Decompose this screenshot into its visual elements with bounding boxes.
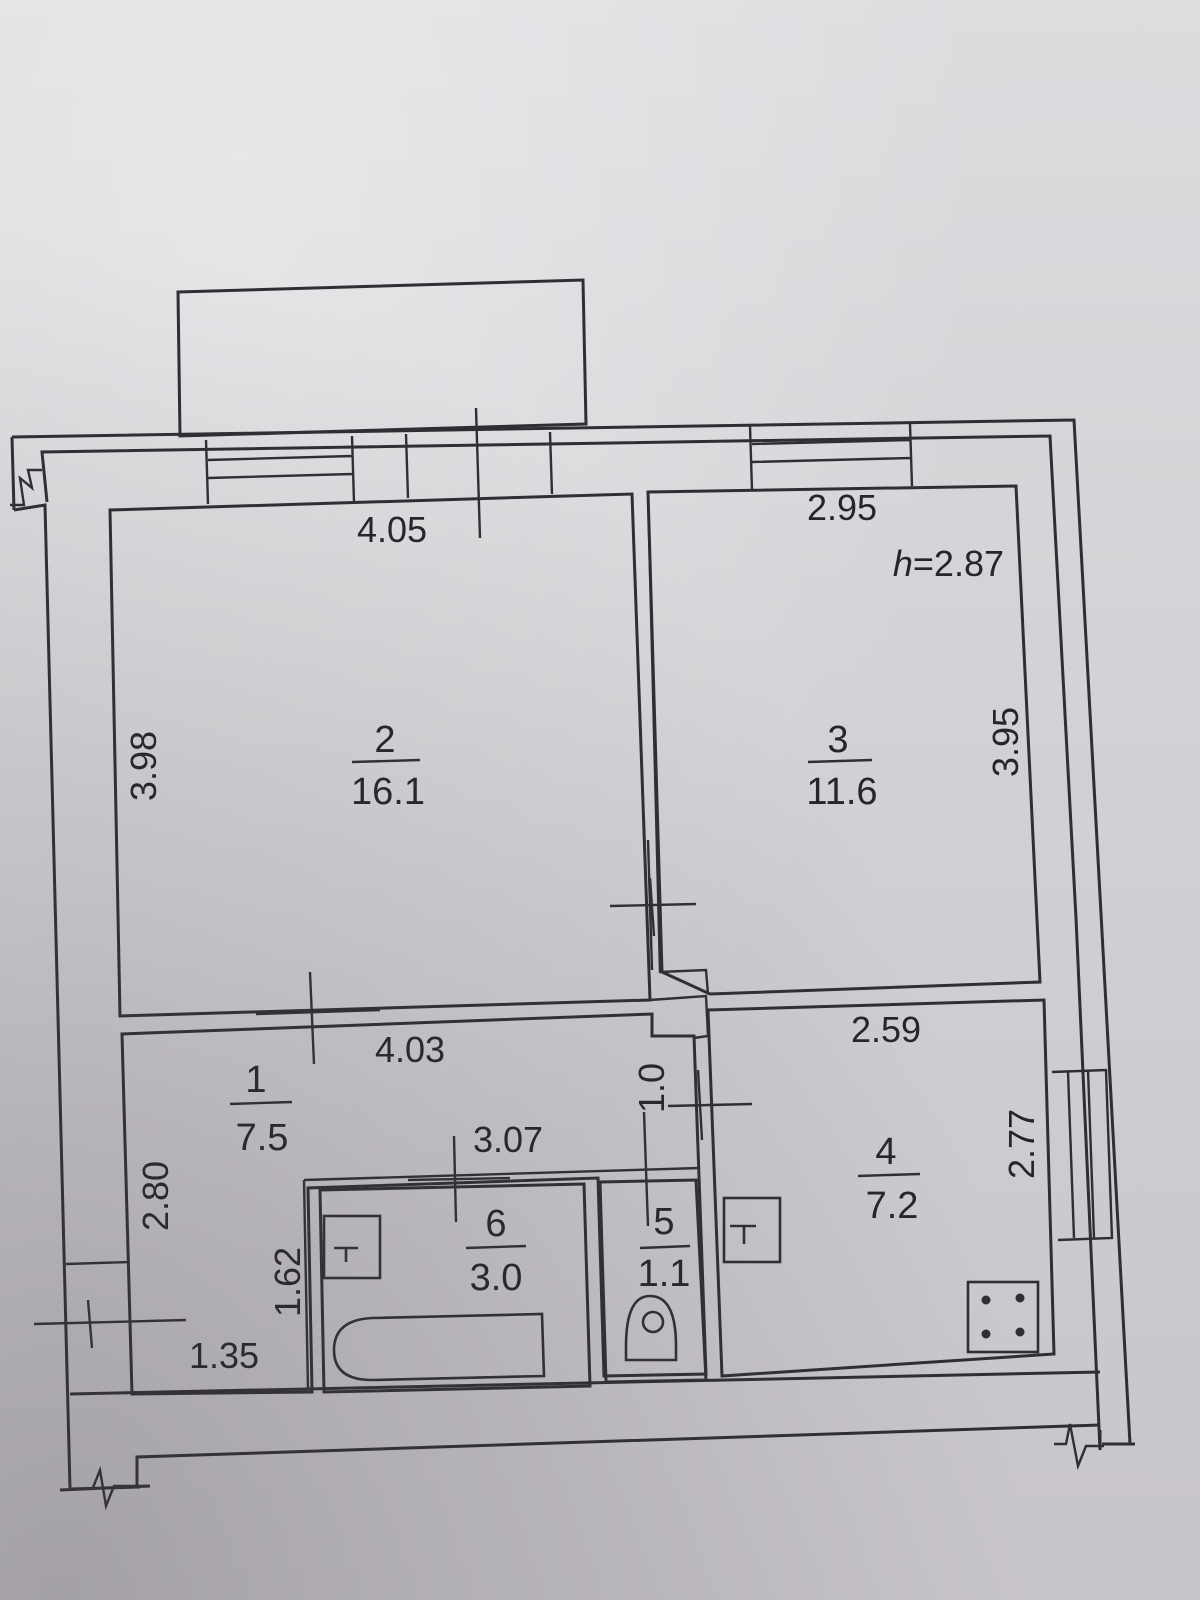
door-mark-room-2 — [255, 971, 381, 1065]
room-3-area: 11.6 — [806, 771, 877, 813]
room-6-number: 6 — [485, 1203, 506, 1245]
outer-wall-inner — [40, 434, 1102, 1487]
wall-break-top-left — [10, 468, 42, 507]
room-label-4: 4 7.2 — [857, 1131, 921, 1227]
door-mark-balcony — [474, 407, 482, 539]
partition-2-3 — [646, 491, 710, 995]
dim-kitchen-height: 2.77 — [1001, 1109, 1042, 1179]
room-2-area: 16.1 — [351, 771, 425, 813]
door-mark-bathroom — [407, 1135, 511, 1223]
outer-wall-outer — [10, 418, 1135, 1492]
washbasin-bathroom — [322, 1214, 382, 1280]
door-mark-room-3 — [609, 877, 697, 937]
toilet-room-outline — [598, 1178, 708, 1384]
room-label-1: 1 7.5 — [229, 1059, 293, 1159]
room-label-5: 5 1.1 — [638, 1201, 691, 1295]
balcony — [176, 278, 588, 438]
door-mark-entry — [33, 1260, 187, 1349]
ceiling-height-value: =2.87 — [913, 543, 1004, 584]
stove — [966, 1280, 1040, 1354]
kitchen-sink — [722, 1196, 782, 1264]
room-1-outline — [120, 1012, 708, 1396]
room-2-number: 2 — [374, 719, 395, 761]
dim-room-3-height: 3.95 — [985, 707, 1026, 777]
room-4-area: 7.2 — [866, 1185, 919, 1227]
ceiling-height: h=2.87 — [893, 543, 1004, 584]
room-label-3: 3 11.6 — [806, 719, 877, 813]
wet-block-wall — [302, 1166, 701, 1391]
room-4-number: 4 — [875, 1131, 896, 1173]
toilet-bowl — [624, 1294, 678, 1362]
room-5-area: 1.1 — [638, 1253, 691, 1295]
corridor-junction — [649, 994, 710, 1040]
door-mark-toilet — [642, 1111, 650, 1227]
balcony-door — [404, 431, 554, 499]
room-label-2: 2 16.1 — [351, 719, 425, 813]
room-3-number: 3 — [827, 719, 848, 761]
dim-room-2-height: 3.98 — [123, 731, 164, 801]
dim-hall-height: 2.80 — [135, 1161, 176, 1231]
window-room-2 — [204, 435, 356, 505]
dim-corridor-width: 1.0 — [631, 1063, 672, 1113]
window-room-3 — [748, 423, 914, 491]
room-5-number: 5 — [653, 1201, 674, 1243]
door-mark-kitchen — [667, 1069, 753, 1141]
room-6-area: 3.0 — [470, 1257, 523, 1299]
dim-bath-width: 3.07 — [473, 1119, 543, 1160]
room-3-outline — [646, 484, 1042, 996]
wall-break-bottom-left — [90, 1465, 146, 1511]
bathroom-outline — [318, 1182, 592, 1394]
room-label-6: 6 3.0 — [465, 1203, 527, 1299]
dim-room-3-width: 2.95 — [807, 487, 877, 528]
bathtub — [332, 1312, 546, 1382]
room-1-number: 1 — [245, 1059, 266, 1101]
dim-room-2-width: 4.05 — [357, 509, 427, 550]
dim-entry-width: 1.35 — [189, 1335, 259, 1376]
dim-bath-height: 1.62 — [267, 1247, 308, 1317]
room-1-area: 7.5 — [236, 1117, 289, 1159]
wall-break-bottom-right — [1054, 1423, 1104, 1471]
dim-kitchen-width: 2.59 — [851, 1009, 921, 1050]
bottom-wall-inner — [69, 1370, 1101, 1396]
room-4-outline — [706, 998, 1056, 1378]
dim-hall-width: 4.03 — [375, 1029, 445, 1070]
window-kitchen — [1051, 1068, 1114, 1242]
